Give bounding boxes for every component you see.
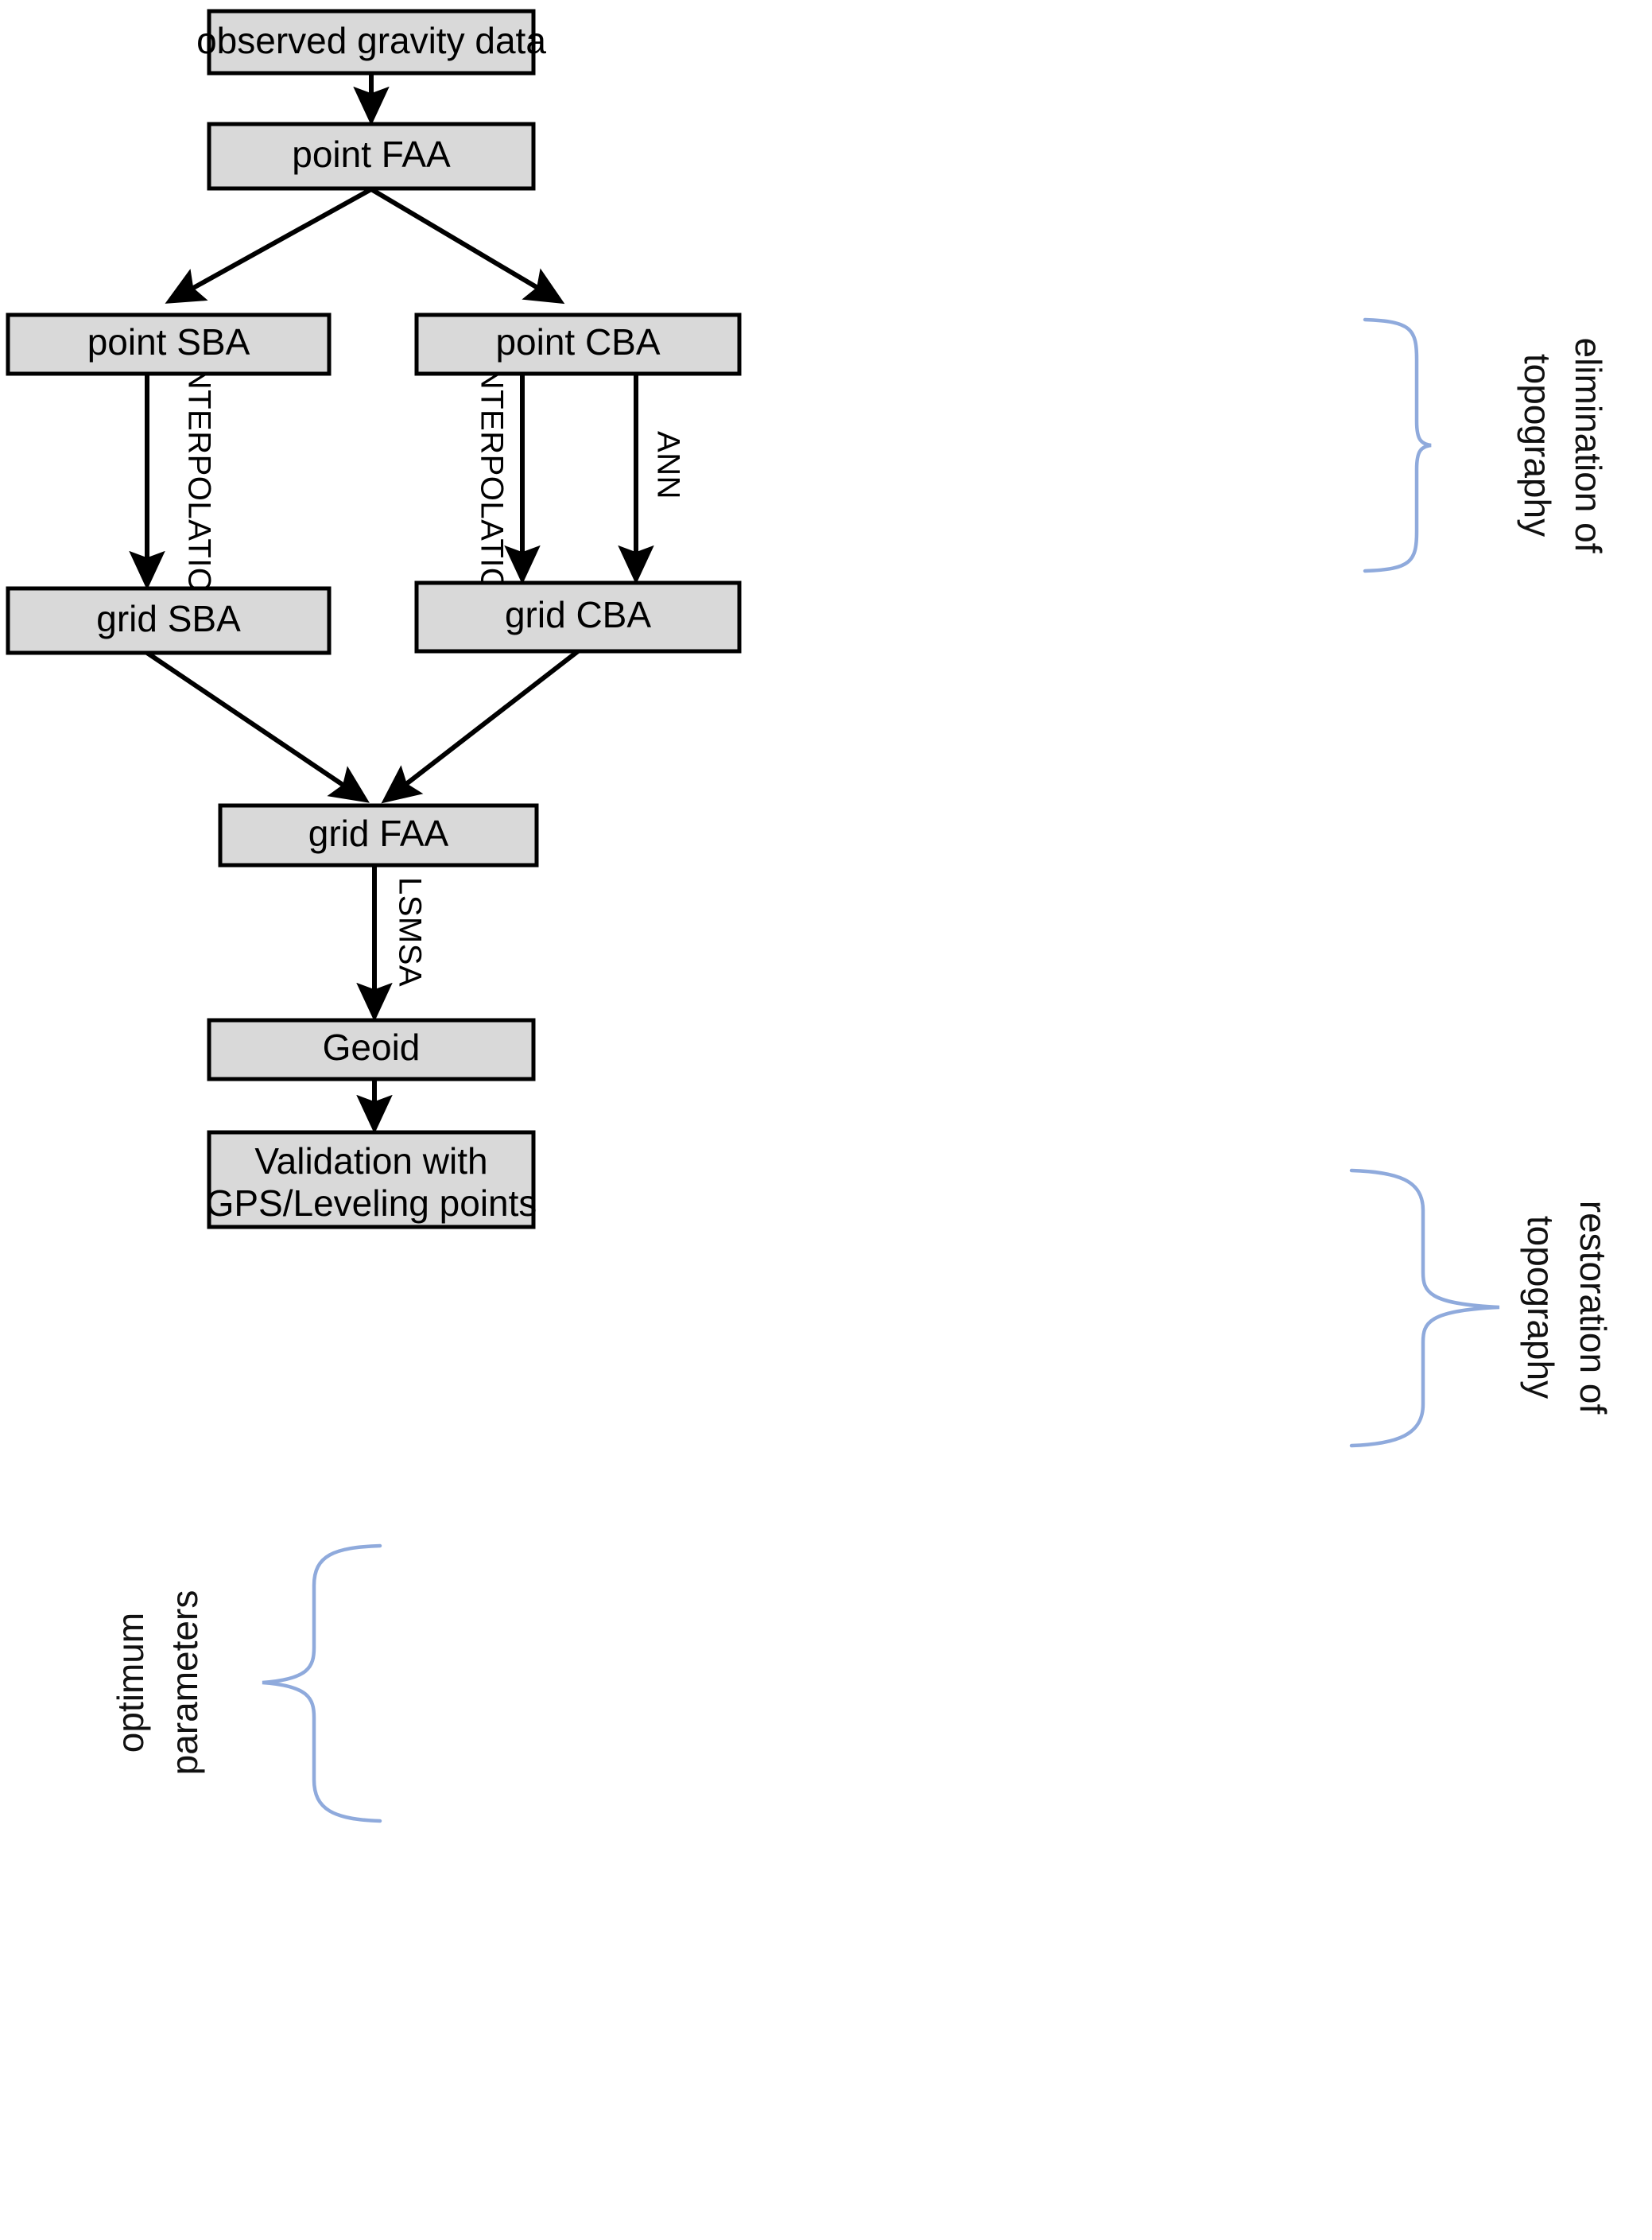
annotation-optimum-line2: parameters <box>164 1590 205 1776</box>
annotation-elimination-line1: elimination of <box>1568 337 1609 553</box>
edge-point-faa-to-point-sba <box>165 187 373 304</box>
annotation-restoration-line2: topography <box>1520 1216 1561 1399</box>
annotation-restoration-line1: restoration of <box>1573 1201 1614 1415</box>
edge-point-faa-to-point-cba <box>370 187 565 305</box>
node-label-point-sba: point SBA <box>87 321 250 363</box>
node-observed-gravity-data[interactable]: observed gravity data <box>196 9 546 76</box>
annotation-elimination-line2: topography <box>1517 354 1558 537</box>
edge-label-ann: ANN <box>650 431 685 499</box>
node-label-validation-line2: GPS/Leveling points <box>206 1182 537 1224</box>
annotation-optimum-line1: optimum <box>110 1613 151 1753</box>
node-grid-faa[interactable]: grid FAA <box>218 803 539 868</box>
edge-label-interpolation-cba: INTERPOLATION <box>474 357 509 616</box>
node-label-geoid: Geoid <box>323 1027 421 1068</box>
node-label-grid-faa: grid FAA <box>308 813 449 854</box>
nodes-layer: observed gravity data point FAA point SB… <box>6 9 742 1229</box>
annotations-layer: elimination of topography restoration of… <box>110 317 1614 1823</box>
edges-layer <box>129 73 654 1135</box>
node-point-cba[interactable]: point CBA <box>414 313 742 376</box>
brace-optimum-parameters <box>262 1543 382 1823</box>
edge-labels-layer: INTERPOLATION INTERPOLATION ANN LSMSA <box>181 357 685 987</box>
brace-restoration-of-topography <box>1349 1168 1500 1448</box>
node-label-validation-line1: Validation with <box>254 1140 487 1182</box>
edge-label-lsmsa: LSMSA <box>392 877 427 987</box>
node-point-faa[interactable]: point FAA <box>207 122 536 191</box>
node-geoid[interactable]: Geoid <box>207 1018 536 1081</box>
node-grid-cba[interactable]: grid CBA <box>414 580 742 654</box>
edge-grid-sba-to-grid-faa <box>145 650 370 803</box>
node-label-observed: observed gravity data <box>196 20 546 61</box>
node-grid-sba[interactable]: grid SBA <box>6 586 332 655</box>
node-label-point-faa: point FAA <box>292 134 451 175</box>
brace-elimination-of-topography <box>1363 317 1432 573</box>
node-label-point-cba: point CBA <box>495 321 660 363</box>
edge-label-interpolation-sba: INTERPOLATION <box>181 357 216 616</box>
edge-grid-cba-to-grid-faa <box>381 649 580 804</box>
node-label-grid-cba: grid CBA <box>505 594 651 635</box>
node-label-grid-sba: grid SBA <box>96 598 241 639</box>
node-validation[interactable]: Validation with GPS/Leveling points <box>206 1130 537 1229</box>
node-point-sba[interactable]: point SBA <box>6 313 332 376</box>
